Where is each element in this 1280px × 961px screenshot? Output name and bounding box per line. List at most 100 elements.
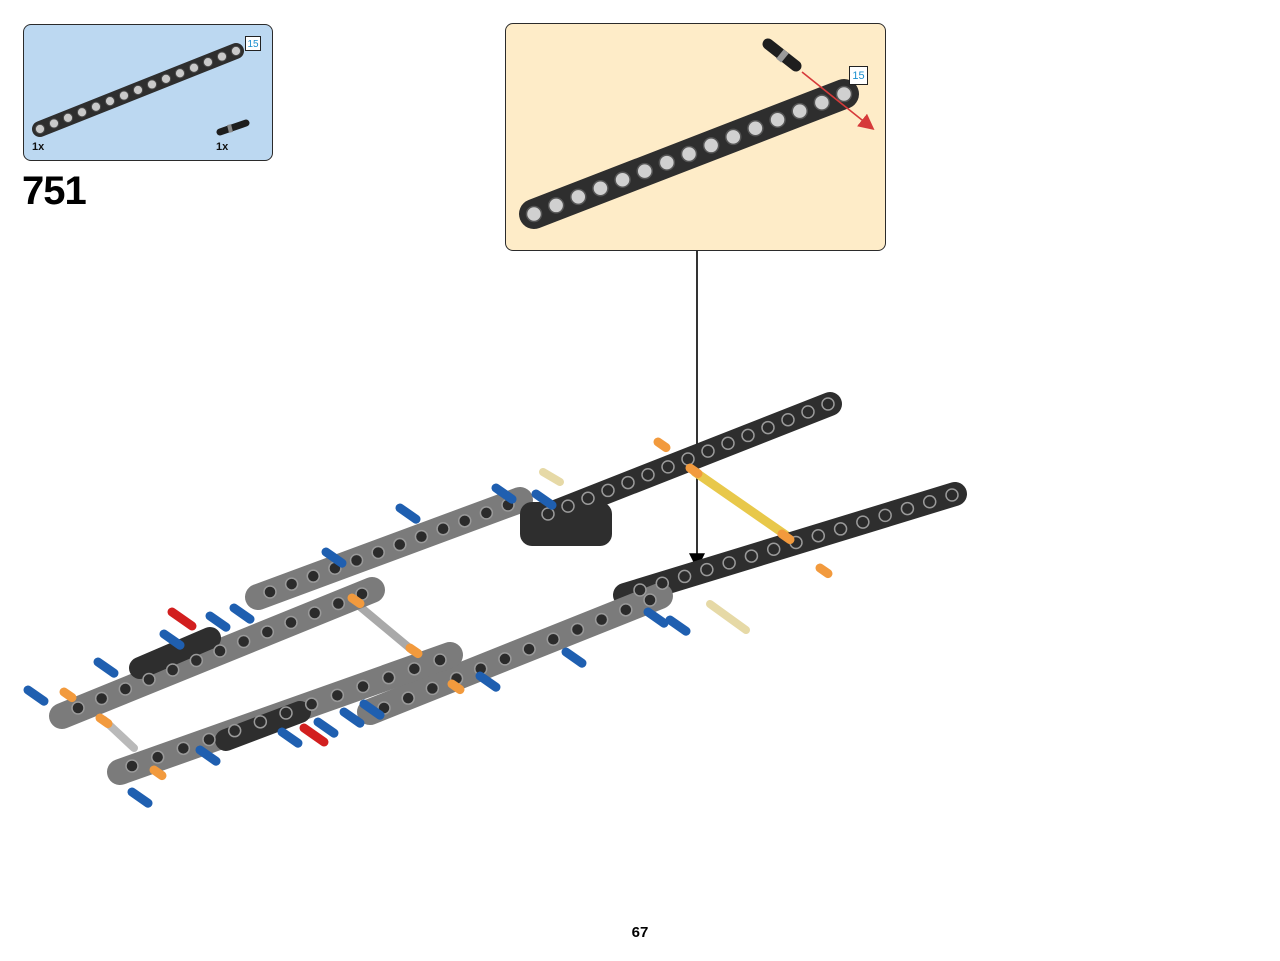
- blue-pin: [23, 685, 49, 706]
- beam-hole: [142, 672, 156, 687]
- beam-hole: [307, 606, 322, 620]
- blue-pin: [359, 699, 385, 720]
- beam-hole: [202, 732, 216, 747]
- beam-hole: [393, 537, 407, 552]
- beam-hole: [71, 701, 85, 715]
- blue-pin: [643, 607, 669, 628]
- beam-hole: [791, 102, 808, 120]
- beam-hole: [76, 107, 88, 118]
- beam-hole: [641, 467, 655, 482]
- dark-beam: [215, 701, 311, 751]
- beam-hole: [188, 62, 200, 73]
- beam-hole: [761, 420, 775, 435]
- beam-hole: [636, 162, 653, 180]
- beam-hole: [769, 111, 786, 128]
- blue-pin: [277, 727, 303, 748]
- beam-hole: [501, 498, 515, 512]
- tan-axle: [706, 600, 750, 634]
- orange-bushing: [149, 765, 167, 781]
- blue-pin: [665, 615, 691, 636]
- beam-hole: [722, 556, 736, 570]
- beam-hole: [425, 681, 440, 696]
- beam-hole: [230, 45, 242, 57]
- beam-hole: [701, 444, 715, 458]
- callout-length-badge: 15: [849, 66, 868, 85]
- beam-hole: [856, 515, 870, 529]
- blue-pin: [395, 503, 421, 524]
- beam-hole: [260, 625, 275, 639]
- beam-hole: [725, 128, 742, 146]
- beam-hole: [592, 180, 609, 197]
- beam-hole: [680, 145, 698, 163]
- beam-hole: [227, 723, 242, 738]
- beam-hole: [279, 706, 293, 720]
- beam-hole: [945, 488, 959, 502]
- blue-pin: [321, 547, 347, 568]
- beam-hole: [381, 670, 396, 685]
- beam-hole: [570, 622, 585, 637]
- beam-hole: [801, 405, 815, 419]
- blue-pin: [205, 611, 231, 632]
- gray-axle: [100, 716, 138, 752]
- pin-axle-part-image: [216, 119, 250, 136]
- beam-hole: [414, 529, 429, 544]
- blue-pin: [127, 787, 153, 808]
- gray-beam: [245, 487, 533, 610]
- beam-hole: [48, 118, 60, 129]
- beam-hole: [236, 634, 251, 649]
- orange-bushing: [405, 643, 423, 659]
- beam-hole: [681, 452, 695, 466]
- beam-hole: [436, 521, 450, 536]
- beam-hole: [118, 682, 133, 696]
- beam-hole: [165, 663, 180, 677]
- beam-hole: [90, 101, 102, 112]
- blue-pin: [159, 629, 185, 650]
- orange-bushing: [815, 563, 833, 579]
- beam-15-part-image: [32, 43, 244, 137]
- red-pin: [167, 607, 197, 631]
- beam-quantity: 1x: [32, 141, 45, 153]
- orange-bushing: [347, 593, 365, 609]
- beam-hole: [449, 671, 464, 686]
- orange-bushing: [653, 437, 671, 453]
- beam-hole: [202, 57, 214, 68]
- page-number: 67: [631, 924, 649, 941]
- beam-hole: [433, 653, 447, 667]
- orange-bushing: [685, 463, 703, 479]
- beam-hole: [349, 553, 364, 568]
- beam-hole: [661, 460, 675, 474]
- pin-quantity: 1x: [216, 141, 229, 153]
- dark-beam: [523, 392, 842, 532]
- beam-hole: [621, 475, 635, 490]
- beam-15-callout-image: [519, 79, 859, 229]
- beam-hole: [213, 644, 227, 658]
- beam-hole: [306, 569, 321, 583]
- beam-hole: [253, 715, 268, 729]
- beam-hole: [821, 397, 835, 411]
- gray-axle: [348, 596, 416, 654]
- beam-hole: [546, 632, 561, 647]
- beam-hole: [371, 545, 385, 560]
- gray-beam: [49, 577, 385, 729]
- blue-pin: [475, 671, 501, 692]
- beam-hole: [216, 51, 228, 62]
- orange-bushing: [59, 687, 77, 703]
- beam-hole: [541, 507, 555, 521]
- beam-hole: [702, 137, 720, 154]
- dark-beam: [613, 482, 967, 607]
- beam-hole: [104, 96, 116, 107]
- beam-hole: [407, 662, 422, 676]
- orange-bushing: [447, 679, 465, 695]
- step-number: 751: [22, 169, 87, 213]
- gray-beam: [107, 642, 463, 785]
- orange-bushing: [777, 529, 795, 545]
- beam-hole: [619, 603, 633, 617]
- beam-hole: [614, 171, 631, 188]
- beam-hole: [401, 691, 415, 705]
- beam-hole: [457, 514, 472, 528]
- beam-hole: [878, 508, 892, 523]
- beam-hole: [643, 593, 657, 607]
- dark-beam: [129, 627, 221, 679]
- beam-hole: [581, 491, 595, 506]
- beam-length-badge: 15: [245, 36, 261, 51]
